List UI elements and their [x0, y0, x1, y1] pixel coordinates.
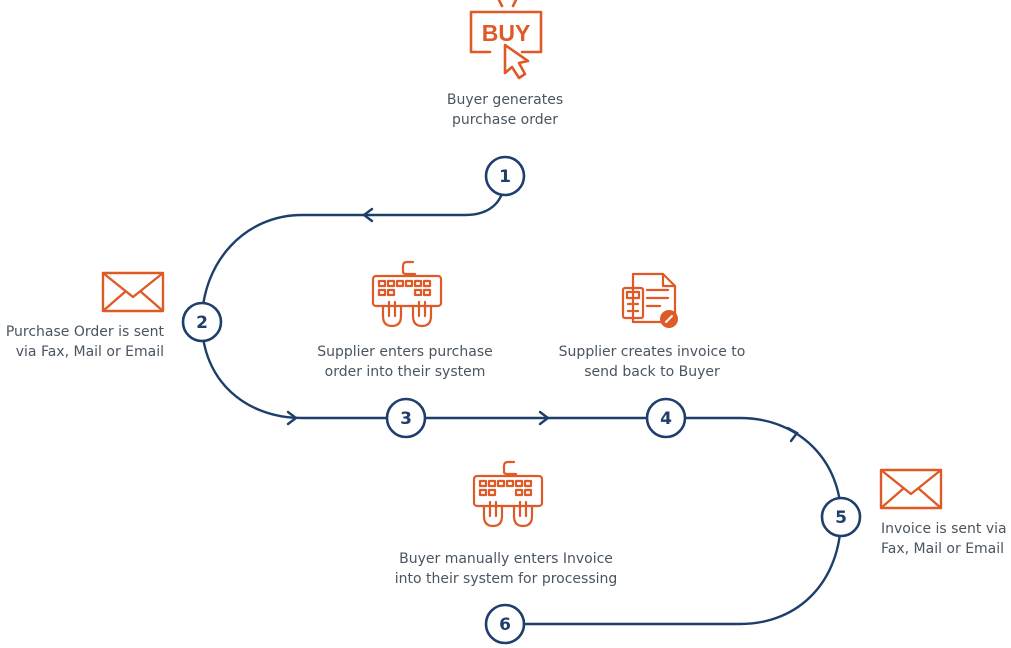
flow-path-4-5 — [666, 416, 843, 518]
arrow-right-icon — [538, 410, 550, 426]
envelope-icon — [101, 271, 165, 313]
step-circle-2: 2 — [181, 301, 223, 343]
keyboard-hands-icon — [472, 460, 544, 528]
flow-path-2-3 — [200, 321, 406, 420]
flow-path-5-6 — [505, 516, 843, 626]
step-circle-1: 1 — [484, 155, 526, 197]
flow-path-1-2 — [200, 175, 507, 323]
step-circle-3: 3 — [385, 397, 427, 439]
svg-text:6: 6 — [499, 615, 511, 635]
envelope-icon — [879, 468, 943, 510]
arrow-right-icon — [286, 410, 298, 426]
svg-text:3: 3 — [400, 409, 412, 429]
step-1-label: Buyer generates purchase order — [446, 92, 564, 128]
arrow-right-icon — [786, 426, 799, 443]
step-3-label: Supplier enters purchase order into thei… — [317, 344, 493, 380]
step-circle-6: 6 — [484, 603, 526, 645]
invoice-document-icon — [621, 272, 678, 328]
buy-icon: BUY — [469, 0, 543, 80]
step-2-label: Purchase Order is sent via Fax, Mail or … — [5, 324, 164, 360]
step-6-label: Buyer manually enters Invoice into their… — [394, 551, 618, 587]
svg-text:5: 5 — [835, 508, 847, 528]
step-circle-5: 5 — [820, 496, 862, 538]
svg-text:2: 2 — [196, 313, 208, 333]
svg-text:1: 1 — [499, 167, 511, 187]
step-4-label: Supplier creates invoice to send back to… — [558, 344, 746, 380]
svg-text:4: 4 — [660, 409, 672, 429]
keyboard-hands-icon — [371, 260, 443, 328]
step-5-label: Invoice is sent via Fax, Mail or Email — [881, 521, 1007, 557]
arrow-left-icon — [362, 207, 374, 223]
svg-text:BUY: BUY — [482, 20, 531, 46]
step-circle-4: 4 — [645, 397, 687, 439]
